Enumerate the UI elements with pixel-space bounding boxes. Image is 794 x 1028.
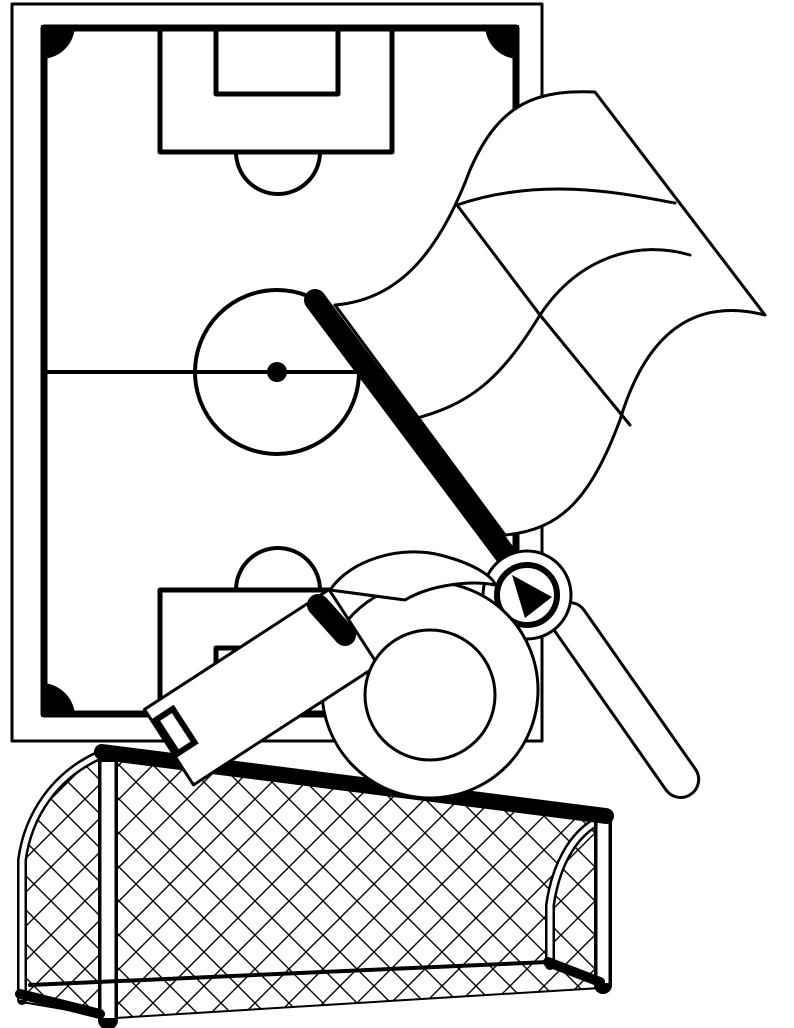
flag-check-line-1 (455, 187, 677, 207)
goal-base-right (543, 957, 605, 987)
goal-ground-line (28, 960, 550, 987)
whistle-inner-circle (363, 628, 497, 762)
center-spot (267, 362, 287, 382)
flag-check-line-3 (455, 203, 632, 427)
flag-handle (549, 601, 701, 799)
corner-arc-bottom-left (41, 683, 75, 717)
whistle-ring-loop (328, 550, 497, 602)
whistle-mouthpiece (143, 588, 380, 787)
penalty-arc-bottom (234, 546, 322, 592)
goal-side-frame-left-inner (19, 752, 102, 1000)
flag-pole-lower (307, 594, 356, 646)
corner-arc-top-left (41, 25, 75, 59)
penalty-arc-top (234, 150, 322, 196)
flag-pole-end (512, 575, 552, 618)
linesman-flag (304, 90, 767, 799)
goal-base-left (15, 989, 105, 1019)
whistle-mouthpiece-tip (151, 704, 199, 758)
flag-cloth (333, 90, 767, 537)
penalty-area-bottom (157, 587, 333, 717)
goal-net (15, 744, 614, 1028)
flag-pole (304, 289, 543, 601)
goal-side-frame-right-inner (547, 817, 602, 965)
corner-arc-top-right (485, 25, 519, 59)
goal-area-top (213, 25, 341, 97)
referee-whistle (143, 550, 540, 800)
